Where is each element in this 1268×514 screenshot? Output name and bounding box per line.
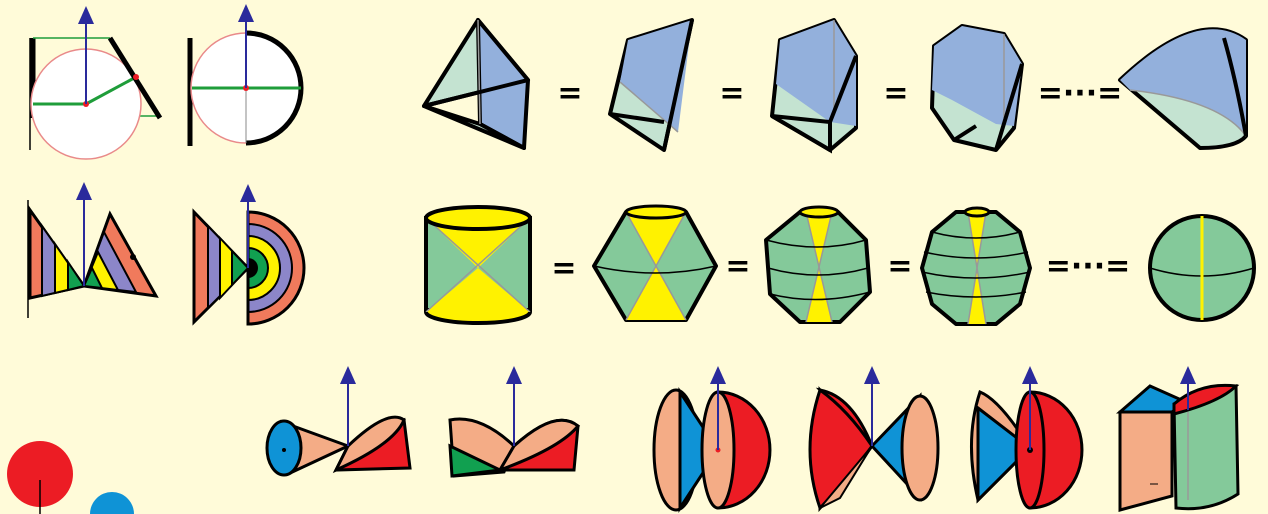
equals-sign-2: =	[719, 76, 744, 111]
equals-sign-3: =	[883, 76, 908, 111]
tetrahedron-icon	[422, 18, 530, 150]
prism-icon	[770, 18, 858, 154]
equals-dots-separator-1: =···=	[1038, 76, 1122, 111]
curved-wedge-icon	[1118, 27, 1248, 150]
half-cylinder-icon	[1115, 366, 1240, 512]
bicone-icon	[808, 366, 940, 513]
polyhedral-sphere-icon	[920, 206, 1032, 326]
striped-triangles-icon	[27, 182, 159, 318]
cylinder-icon	[424, 205, 532, 325]
equals-sign-5: =	[725, 249, 750, 284]
prism-icon	[608, 18, 694, 152]
sphere-sequence: = = =	[424, 204, 1256, 326]
equals-sign-6: =	[887, 249, 912, 284]
equals-dots-separator-2: =···=	[1046, 249, 1130, 284]
sphere-icon	[1148, 214, 1256, 322]
concentric-semicircle-icon	[192, 184, 306, 326]
prism-icon	[930, 24, 1024, 152]
equals-sign-1: =	[557, 76, 582, 111]
decorative-dots	[7, 441, 134, 514]
polyhedral-sphere-icon	[764, 205, 872, 324]
circle-tangent-diagram	[29, 6, 163, 160]
hexagonal-prism-icon	[592, 204, 718, 322]
cone-hemisphere-pair-icon	[652, 366, 772, 514]
equals-sign-4: =	[551, 251, 576, 286]
semicircle-diagram	[187, 4, 304, 146]
twisted-wedge-icon	[448, 366, 581, 478]
cone-hemisphere-icon	[969, 366, 1084, 510]
double-cone-icon	[265, 366, 412, 477]
polyhedra-sequence: = = = =···=	[422, 18, 1248, 154]
